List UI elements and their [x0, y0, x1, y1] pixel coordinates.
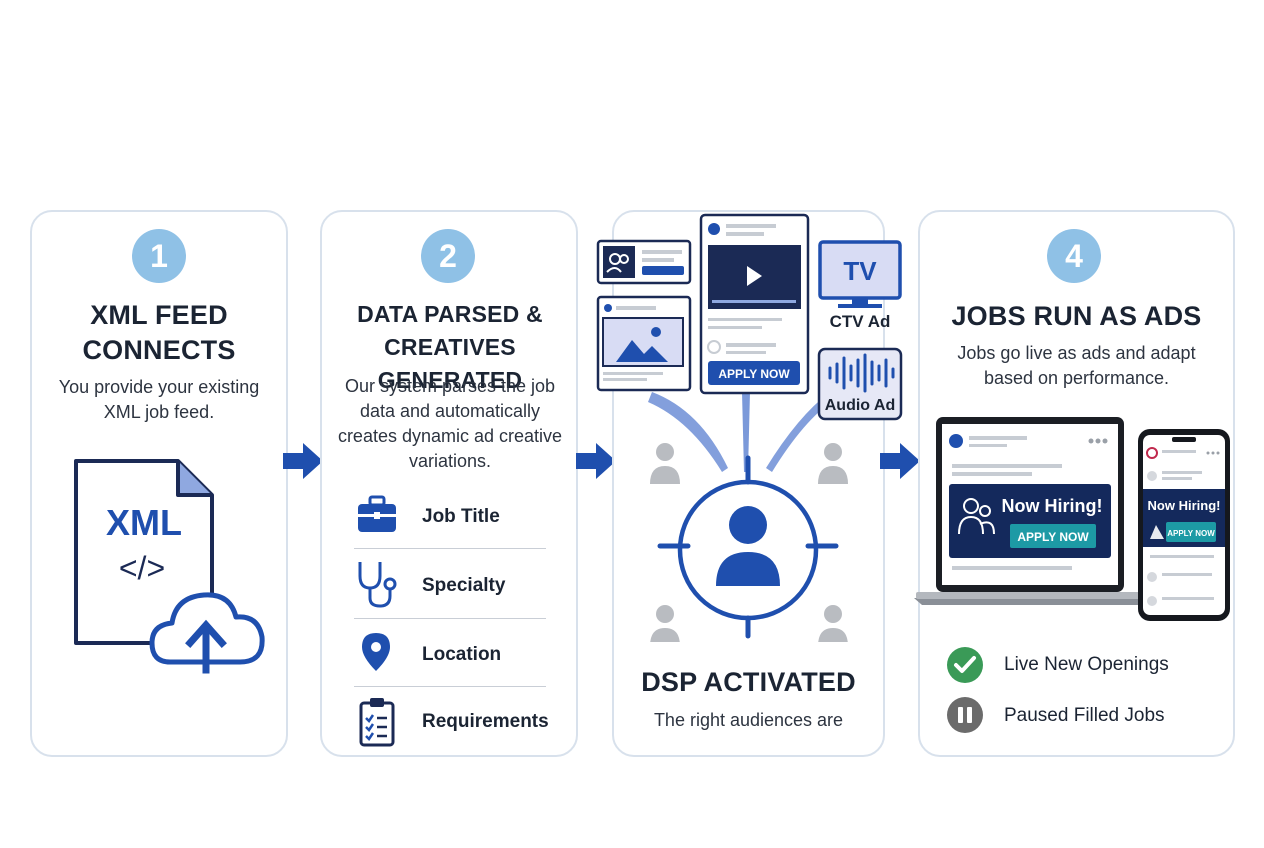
- step-badge-1: 1: [132, 229, 186, 283]
- step-desc-4-line1: Jobs go live as ads and adapt: [957, 343, 1196, 363]
- field-divider-2: [354, 618, 546, 619]
- social-ad-card-small: [596, 239, 692, 285]
- laptop-device: Now Hiring! APPLY NOW: [914, 417, 1146, 605]
- signal-beam-center: [742, 392, 750, 472]
- app-icon: [1146, 447, 1158, 459]
- tv-label: TV: [843, 256, 877, 286]
- flow-arrow-3: [880, 443, 920, 479]
- field-location: Location: [422, 644, 502, 665]
- play-icon: [747, 266, 762, 286]
- step-desc-1-line1: You provide your existing: [58, 377, 260, 397]
- field-requirements: Requirements: [422, 711, 549, 732]
- image-ad-card: [596, 295, 692, 392]
- field-specialty: Specialty: [422, 575, 506, 596]
- phone-apply-button: [1166, 522, 1216, 542]
- step-desc-4-line2: based on performance.: [983, 368, 1170, 388]
- step-title-1-line1: XML FEED: [90, 300, 228, 330]
- pause-circle-icon: [947, 697, 983, 733]
- step-desc-2-line1: Our system parses the job: [344, 376, 556, 396]
- video-ad-card: APPLY NOW: [699, 213, 810, 395]
- step-desc-3: The right audiences are: [653, 710, 844, 730]
- phone-device: Now Hiring! APPLY NOW: [1138, 429, 1230, 621]
- briefcase-icon: [358, 495, 396, 532]
- file-fold: [176, 461, 212, 497]
- step-desc-1: You provide your existing XML job feed.: [32, 375, 286, 425]
- laptop-apply-label: APPLY NOW: [1017, 530, 1089, 544]
- status-paused: Paused Filled Jobs: [1004, 705, 1165, 726]
- audio-label: Audio Ad: [825, 397, 896, 414]
- map-pin-icon: [362, 633, 390, 671]
- step-card-1: 1 XML FEED CONNECTS You provide your exi…: [30, 210, 288, 757]
- flow-arrow-2: [576, 443, 616, 479]
- audience-target-icon: [650, 443, 848, 642]
- landscape-icon: [616, 340, 668, 362]
- file-outline: [74, 459, 214, 645]
- target-ring: [677, 479, 819, 621]
- tv-icon: TV: [818, 240, 902, 308]
- person-icon-faded: [650, 443, 848, 642]
- check-circle-icon: [947, 647, 983, 683]
- step-desc-2: Our system parses the job data and autom…: [322, 374, 578, 474]
- xml-file-upload-icon: XML </>: [74, 459, 265, 674]
- upload-arrow: [185, 619, 227, 674]
- step-title-4: JOBS RUN AS ADS: [951, 301, 1202, 331]
- facebook-icon: [949, 434, 963, 448]
- waveform-icon: [828, 353, 895, 393]
- signal-beam-left: [648, 392, 728, 472]
- field-job-title: Job Title: [422, 506, 500, 527]
- laptop-ad-headline: Now Hiring!: [1002, 496, 1103, 516]
- step-title-1-line2: CONNECTS: [82, 335, 236, 365]
- audio-ad-card: Audio Ad: [817, 347, 903, 421]
- step-card-2: 2 DATA PARSED & CREATIVES GENERATED Our …: [320, 210, 578, 757]
- laptop-apply-button: [1010, 524, 1096, 548]
- stethoscope-icon: [358, 562, 397, 608]
- xml-label: XML: [106, 502, 182, 543]
- step-desc-4: Jobs go live as ads and adapt based on p…: [920, 341, 1233, 391]
- step-title-1: XML FEED CONNECTS: [32, 298, 286, 368]
- step-badge-4: 4: [1047, 229, 1101, 283]
- channel-creatives: APPLY NOW TV CTV Ad Audio Ad: [596, 213, 903, 472]
- clipboard-icon: [359, 698, 395, 747]
- field-divider-3: [354, 686, 546, 687]
- step-title-3: DSP ACTIVATED: [641, 667, 856, 697]
- flow-arrow-1: [283, 443, 323, 479]
- field-divider-1: [354, 548, 546, 549]
- step-title-2-line1: DATA PARSED &: [357, 301, 543, 327]
- step-desc-2-line3: creates dynamic ad creative: [337, 426, 563, 446]
- status-live: Live New Openings: [1004, 654, 1169, 675]
- step-desc-1-line2: XML job feed.: [103, 402, 215, 422]
- code-brackets: </>: [119, 550, 165, 586]
- apply-now-button: [708, 361, 800, 385]
- step-title-2: DATA PARSED & CREATIVES GENERATED: [322, 298, 578, 397]
- apply-now-label: APPLY NOW: [718, 367, 790, 381]
- step-title-2-line2: CREATIVES GENERATED: [377, 334, 523, 393]
- person-icon: [716, 506, 780, 586]
- ctv-label: CTV Ad: [830, 312, 891, 331]
- phone-apply-label: APPLY NOW: [1167, 529, 1215, 538]
- step-badge-2: 2: [421, 229, 475, 283]
- step-desc-2-line4: variations.: [408, 451, 492, 471]
- phone-ad-headline: Now Hiring!: [1148, 498, 1221, 513]
- signal-beam-right: [766, 392, 834, 472]
- step-desc-2-line2: data and automatically: [359, 401, 541, 421]
